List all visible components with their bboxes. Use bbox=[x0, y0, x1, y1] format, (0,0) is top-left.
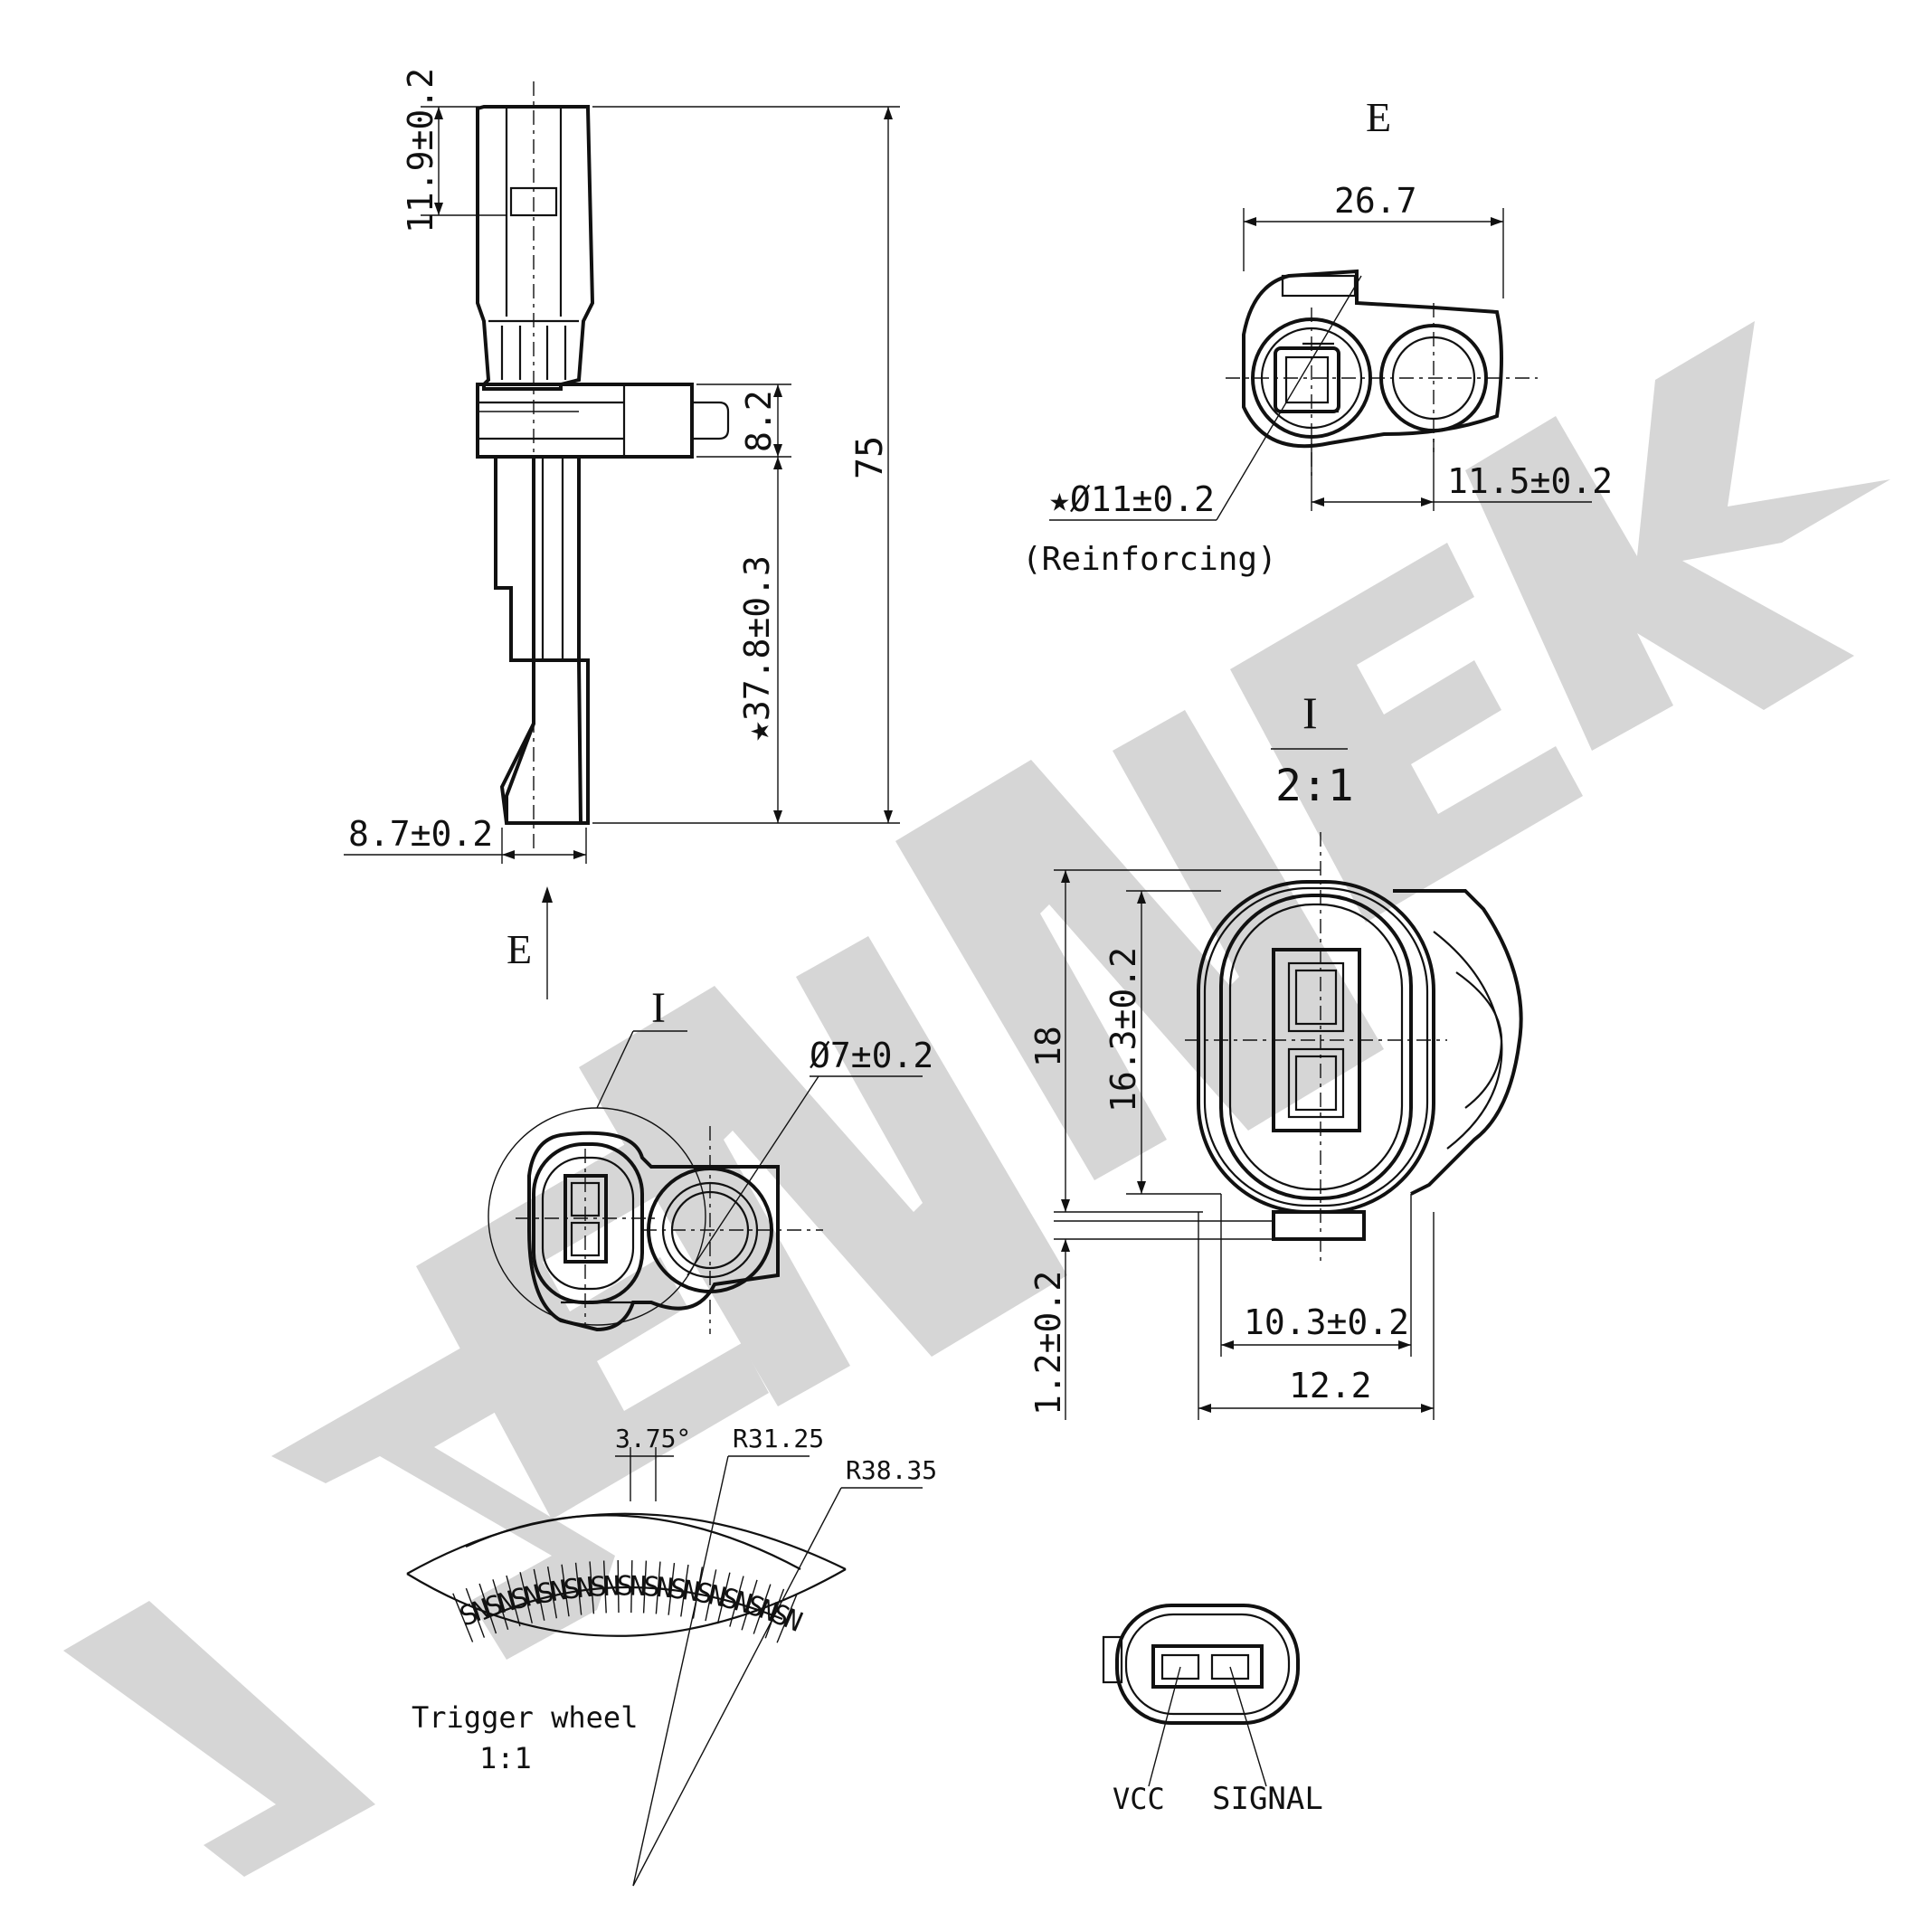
dim-inner-width: 10.3±0.2 bbox=[1244, 1302, 1409, 1342]
trigger-wheel-caption: Trigger wheel bbox=[412, 1700, 638, 1735]
detail-i-title: I bbox=[1302, 687, 1318, 738]
dim-outer-width: 12.2 bbox=[1289, 1366, 1372, 1406]
pole-divider bbox=[680, 1564, 689, 1617]
pin-vcc: VCC bbox=[1113, 1782, 1165, 1816]
dim-connector-length: 11.9±0.2 bbox=[401, 68, 440, 233]
pole-label: N bbox=[603, 1570, 620, 1603]
pole-divider bbox=[630, 1560, 633, 1614]
front-view: I Ø7±0.2 bbox=[488, 984, 933, 1334]
side-view: 11.9±0.2 8.2 75 ★37.8±0.3 8.7±0.2 E bbox=[344, 68, 900, 999]
dim-tip-width: 8.7±0.2 bbox=[348, 814, 493, 854]
pole-divider bbox=[519, 1572, 533, 1623]
dim-total-length: 75 bbox=[849, 436, 891, 479]
dim-hole-offset: 11.5±0.2 bbox=[1447, 461, 1613, 501]
pole-divider bbox=[716, 1572, 731, 1624]
dim-reinforcing-diameter: ★Ø11±0.2 bbox=[1049, 479, 1215, 519]
dim-flange-thickness: 8.2 bbox=[739, 390, 779, 452]
pole-label: N bbox=[655, 1572, 674, 1605]
pole-divider bbox=[574, 1562, 582, 1615]
reinforcing-note: (Reinforcing) bbox=[1022, 541, 1277, 578]
pole-divider bbox=[506, 1575, 521, 1627]
pitch-angle: 3.75° bbox=[615, 1424, 691, 1453]
pole-divider bbox=[776, 1594, 798, 1643]
pole-divider bbox=[764, 1588, 785, 1639]
dim-outer-height: 18 bbox=[1028, 1026, 1068, 1067]
dim-step: 1.2±0.2 bbox=[1028, 1271, 1068, 1415]
dim-hole-diameter: Ø7±0.2 bbox=[810, 1036, 933, 1075]
pole-label: S bbox=[617, 1570, 633, 1602]
dim-tip-length: ★37.8±0.3 bbox=[737, 555, 777, 742]
pole-label: S bbox=[590, 1571, 608, 1604]
pole-label: N bbox=[630, 1570, 647, 1603]
pole-divider bbox=[465, 1587, 486, 1638]
pole-divider bbox=[753, 1584, 772, 1634]
pole-divider bbox=[478, 1583, 497, 1634]
outer-radius: R38.35 bbox=[846, 1455, 937, 1485]
dim-width: 26.7 bbox=[1334, 181, 1417, 221]
pole-label: S bbox=[642, 1571, 660, 1604]
pole-divider bbox=[589, 1561, 595, 1614]
pole-divider bbox=[705, 1569, 717, 1622]
detail-label: I bbox=[651, 984, 666, 1032]
pole-label: N bbox=[575, 1572, 594, 1604]
detail-i-scale: 2:1 bbox=[1275, 761, 1354, 811]
inner-radius: R31.25 bbox=[733, 1424, 824, 1453]
pole-divider bbox=[655, 1561, 661, 1614]
pole-divider bbox=[546, 1566, 558, 1619]
pole-label: S bbox=[562, 1573, 582, 1606]
pole-divider bbox=[452, 1593, 474, 1642]
pole-divider bbox=[617, 1560, 620, 1614]
pinout: VCC SIGNAL bbox=[1102, 1604, 1323, 1817]
view-e: E 26.7 11.5±0.2 ★Ø11±0.2 (Reinforcing) bbox=[1022, 94, 1613, 578]
pole-divider bbox=[492, 1579, 509, 1631]
pole-divider bbox=[668, 1562, 676, 1615]
view-e-title: E bbox=[1366, 94, 1391, 140]
trigger-wheel-scale: 1:1 bbox=[479, 1741, 532, 1775]
watermark bbox=[63, 321, 1890, 1877]
pole-divider bbox=[729, 1576, 744, 1627]
pole-divider bbox=[741, 1579, 758, 1631]
pole-divider bbox=[561, 1564, 570, 1617]
pole-divider bbox=[602, 1560, 607, 1614]
pole-divider bbox=[533, 1568, 545, 1621]
pin-signal: SIGNAL bbox=[1212, 1781, 1323, 1817]
pole-divider bbox=[642, 1560, 648, 1614]
detail-i: I 2:1 18 16.3±0.2 1.2±0.2 bbox=[1028, 687, 1523, 1420]
dim-inner-height: 16.3±0.2 bbox=[1103, 947, 1143, 1112]
view-arrow-label: E bbox=[507, 926, 532, 972]
